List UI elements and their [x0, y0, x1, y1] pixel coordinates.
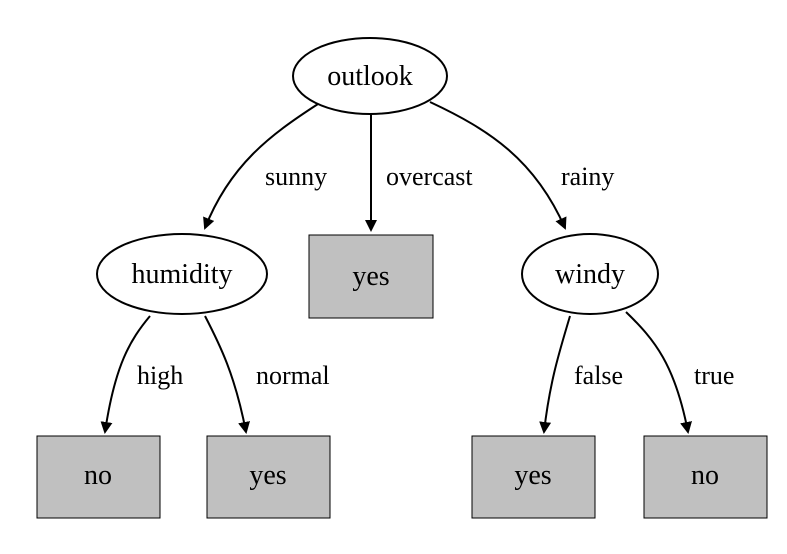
edge-windy-false [539, 315, 571, 434]
node-leaf-high: no [36, 435, 161, 519]
leaf-label-normal: yes [249, 460, 286, 491]
leaf-node-shape [36, 435, 161, 519]
edge-windy-true [625, 311, 692, 434]
decision-node-shape [96, 233, 268, 315]
edge-humidity-normal [204, 315, 250, 434]
node-leaf-false: yes [471, 435, 596, 519]
edges [100, 101, 692, 434]
node-label-windy: windy [555, 259, 625, 290]
node-label-humidity: humidity [131, 259, 232, 290]
edge-label-sunny: sunny [265, 162, 327, 191]
decision-node-shape [521, 233, 659, 315]
edge-humidity-high [100, 315, 151, 434]
decision-node-shape [292, 37, 448, 115]
node-leaf-true: no [643, 435, 768, 519]
leaf-node-shape [643, 435, 768, 519]
edge-label-rainy: rainy [561, 162, 614, 191]
edge-label-high: high [137, 361, 183, 390]
leaf-label-false: yes [514, 460, 551, 491]
leaf-node-shape [206, 435, 331, 519]
node-humidity: humidity [96, 233, 268, 315]
node-outlook: outlook [292, 37, 448, 115]
leaf-label-high: no [84, 460, 112, 491]
edge-outlook-rainy [429, 101, 567, 230]
edge-label-overcast: overcast [386, 162, 473, 191]
edge-label-true: true [694, 361, 734, 390]
leaf-label-true: no [691, 460, 719, 491]
leaf-node-shape [471, 435, 596, 519]
node-label-outlook: outlook [327, 61, 413, 92]
edge-label-false: false [574, 361, 623, 390]
edge-outlook-sunny [203, 103, 319, 230]
leaf-node-shape [308, 234, 434, 319]
node-leaf-overcast: yes [308, 234, 434, 319]
leaf-label-overcast: yes [352, 261, 389, 292]
node-leaf-normal: yes [206, 435, 331, 519]
node-windy: windy [521, 233, 659, 315]
edge-label-normal: normal [256, 361, 330, 390]
